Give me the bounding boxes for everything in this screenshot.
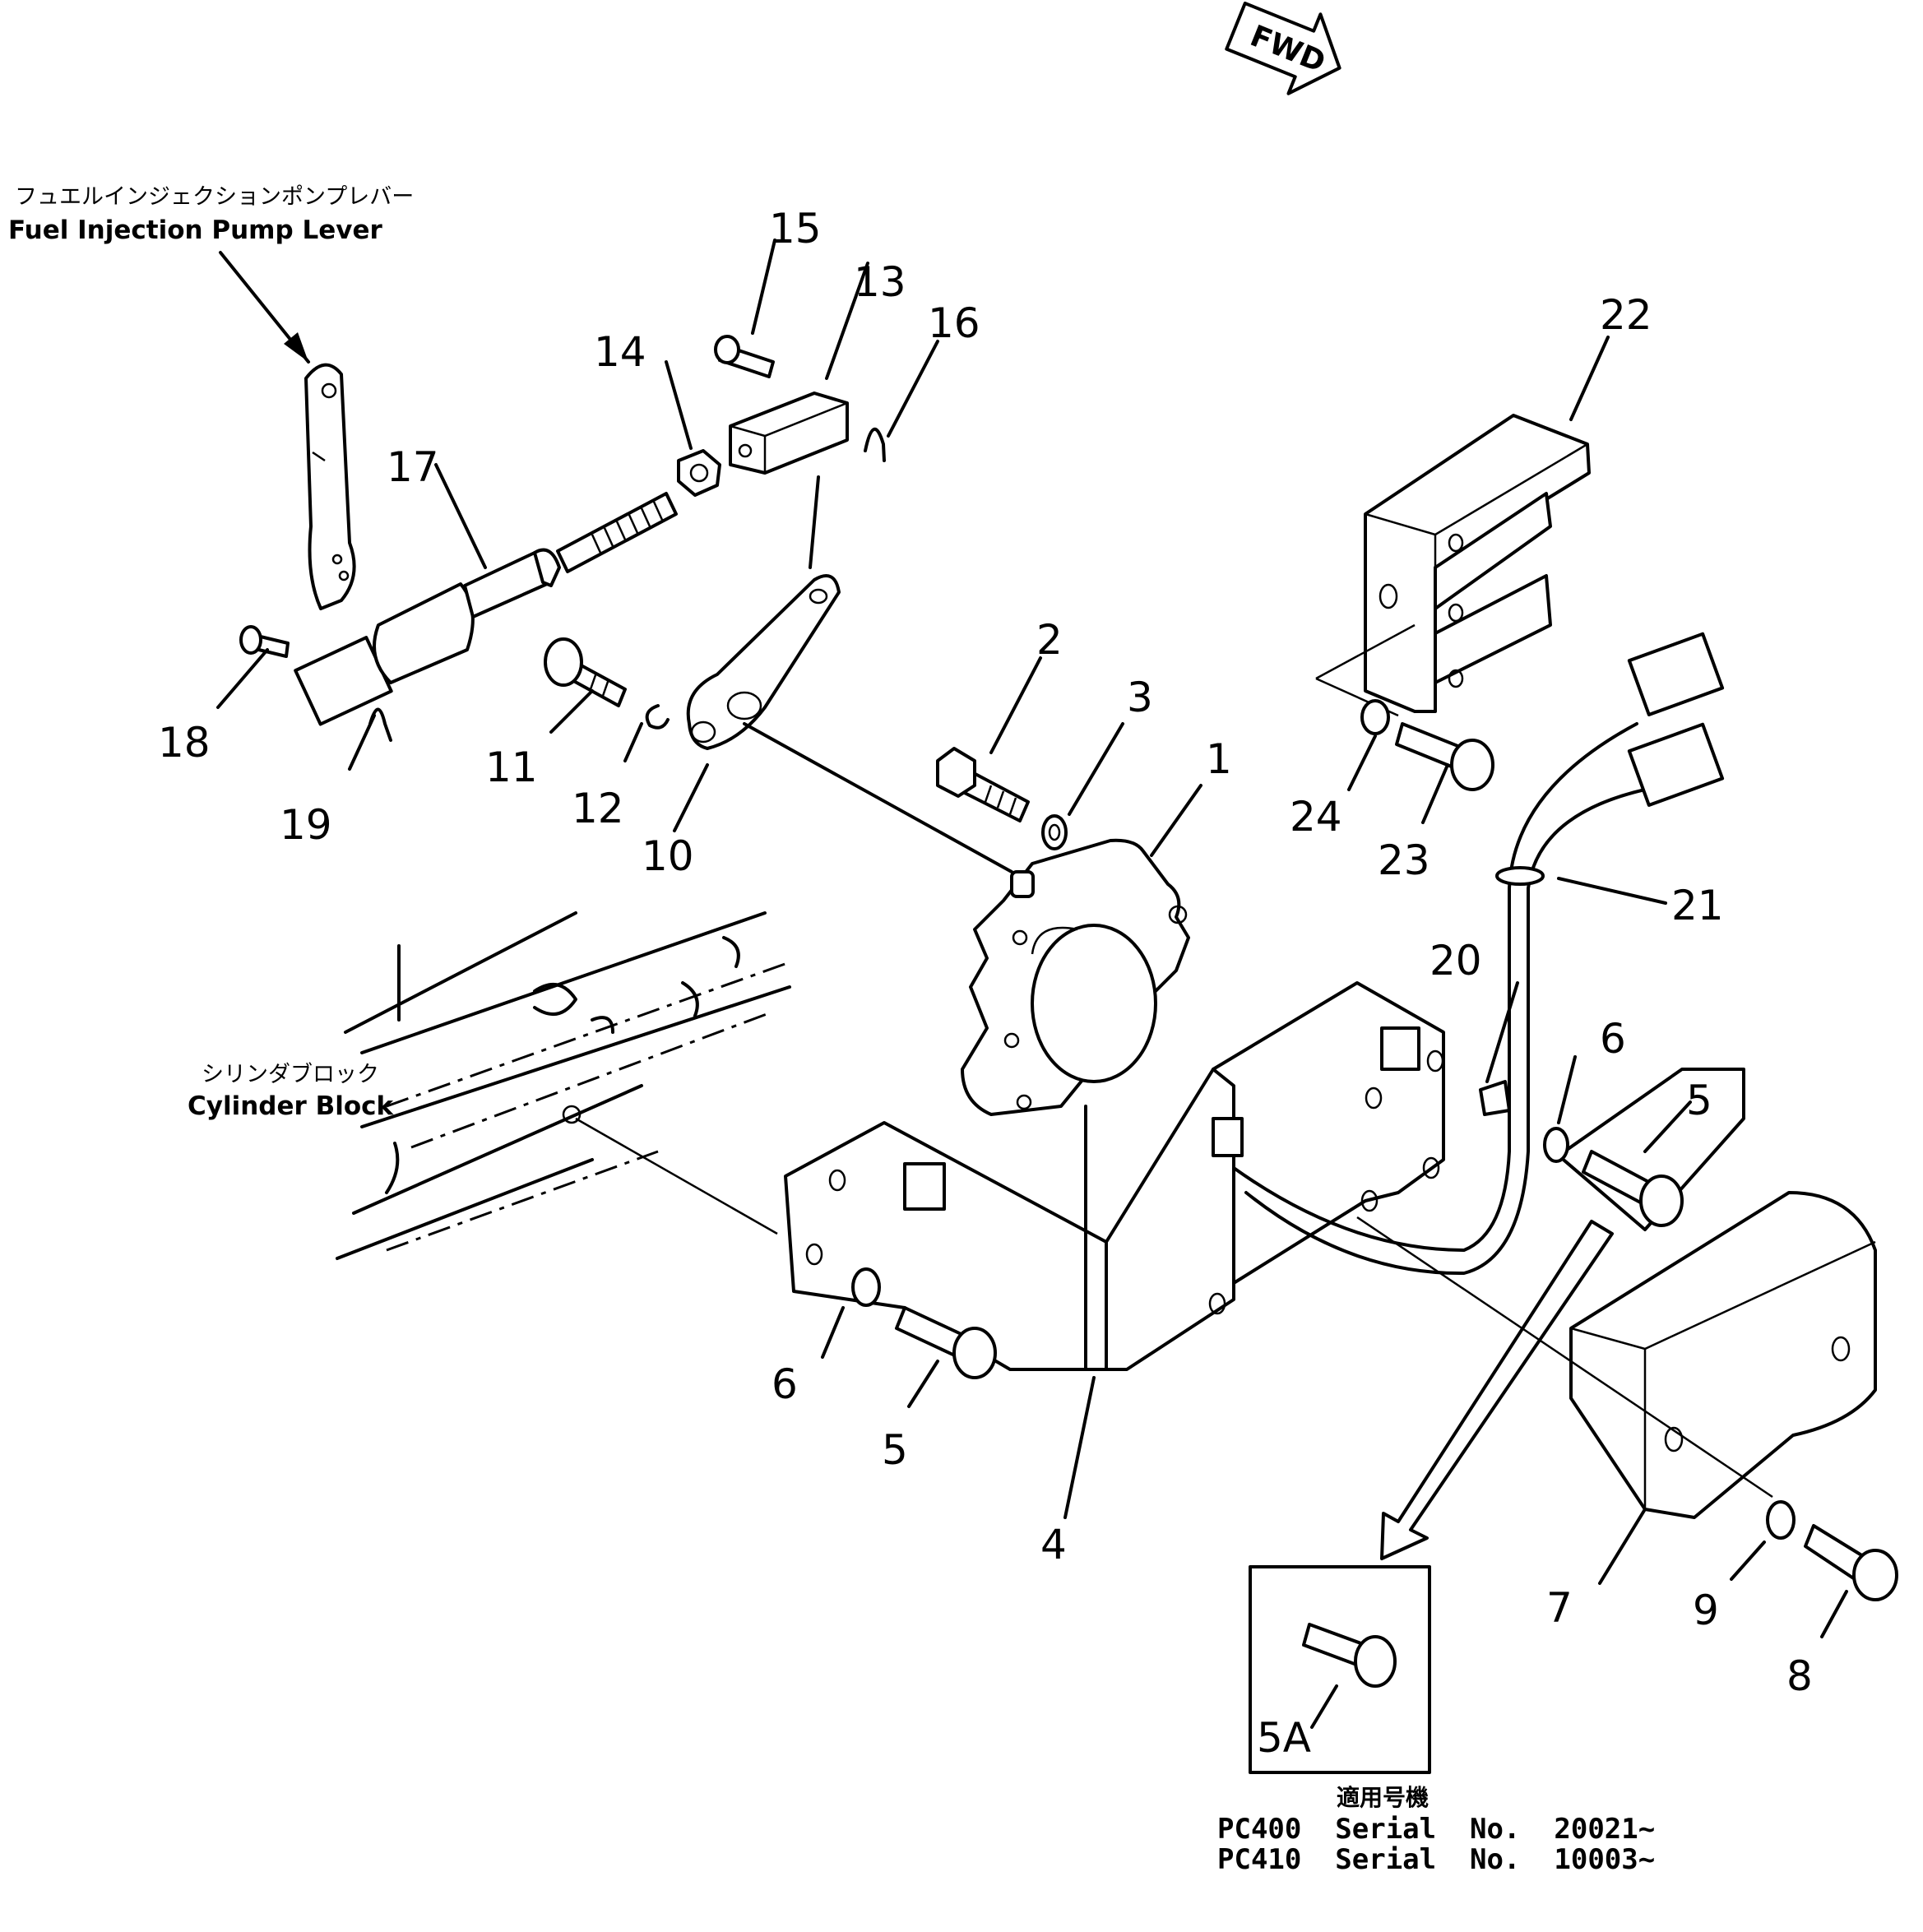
bolt-23 <box>1395 722 1494 791</box>
part-number-6-upper: 6 <box>1600 1015 1626 1063</box>
part-number-14: 14 <box>594 328 646 376</box>
part-number-3: 3 <box>1127 674 1153 721</box>
part-number-12: 12 <box>572 785 624 832</box>
cotter-pin-16 <box>864 427 886 462</box>
part-number-10: 10 <box>642 832 694 880</box>
bolt-2 <box>936 747 1030 822</box>
bolt-5 <box>895 1306 997 1379</box>
cotter-pin-19 <box>368 707 392 742</box>
part-number-8: 8 <box>1786 1652 1813 1700</box>
part-number-15: 15 <box>769 205 822 253</box>
detail-box-5a: 5A <box>1249 1565 1431 1774</box>
part-number-17: 17 <box>387 443 439 491</box>
part-number-20: 20 <box>1430 937 1482 985</box>
clip-20 <box>1479 1080 1511 1116</box>
washer-9 <box>1766 1500 1796 1540</box>
snap-ring-12 <box>645 704 670 730</box>
part-number-19: 19 <box>280 801 332 849</box>
lever-10 <box>686 574 841 750</box>
washer-3 <box>1041 814 1068 850</box>
part-number-5-lower: 5 <box>882 1426 908 1474</box>
detail-label-5a: 5A <box>1257 1714 1311 1762</box>
bracket-4 <box>784 981 1445 1371</box>
bolt-11 <box>544 637 627 707</box>
fuel-lever-jp-label: フュエルインジェクションポンプレバー <box>15 184 414 210</box>
cover-22 <box>1364 414 1591 713</box>
part-number-23: 23 <box>1378 836 1430 884</box>
arrow-to-detail <box>1380 1220 1614 1560</box>
part-number-16: 16 <box>928 299 980 347</box>
cylinder-en-label: Cylinder Block <box>188 1091 395 1121</box>
part-number-9: 9 <box>1693 1587 1719 1634</box>
pin-18 <box>239 625 290 658</box>
part-number-labels: 1 2 3 4 5 5 6 6 7 8 9 10 11 12 13 14 15 … <box>158 205 1813 1700</box>
actuator-1 <box>961 838 1190 1116</box>
washer-6 <box>851 1267 881 1307</box>
pin-15 <box>714 335 775 378</box>
fuel-pump-lever <box>304 363 356 610</box>
part-number-22: 22 <box>1600 291 1652 339</box>
bolt-5-detail-frame <box>1557 1068 1745 1231</box>
part-number-5-upper: 5 <box>1686 1077 1712 1124</box>
part-number-18: 18 <box>158 719 211 767</box>
washer-24 <box>1360 699 1390 735</box>
cylinder-block: シリンダブロック Cylinder Block <box>188 911 791 1260</box>
part-number-2: 2 <box>1036 616 1063 664</box>
part-number-13: 13 <box>854 258 906 306</box>
cylinder-jp-label: シリンダブロック <box>202 1062 379 1087</box>
fuel-injection-pump-lever-callout: フュエルインジェクションポンプレバー Fuel Injection Pump L… <box>8 184 414 364</box>
part-number-24: 24 <box>1290 793 1342 841</box>
bolt-8 <box>1804 1524 1898 1601</box>
part-number-21: 21 <box>1671 882 1724 929</box>
serial-line-pc410: PC410 Serial No. 10003~ <box>1217 1843 1655 1876</box>
part-number-1: 1 <box>1206 735 1232 783</box>
applicable-models-label: 適用号機 <box>1337 1784 1429 1811</box>
washer-6-right <box>1543 1127 1569 1163</box>
wire-harness <box>1232 632 1725 1276</box>
cover-7 <box>1569 1191 1877 1519</box>
nut-14 <box>677 449 721 497</box>
control-rod-17 <box>294 492 678 726</box>
fwd-arrow-icon: FWD <box>1225 1 1341 95</box>
serial-line-pc400: PC400 Serial No. 20021~ <box>1217 1813 1655 1846</box>
part-number-11: 11 <box>485 744 538 791</box>
clamp-21 <box>1495 866 1545 886</box>
part-number-7: 7 <box>1546 1584 1573 1632</box>
fuel-lever-en-label: Fuel Injection Pump Lever <box>8 215 382 245</box>
part-number-4: 4 <box>1040 1521 1067 1568</box>
block-13 <box>729 391 849 475</box>
part-number-6-lower: 6 <box>772 1360 798 1408</box>
leader-lines <box>216 239 1848 1638</box>
